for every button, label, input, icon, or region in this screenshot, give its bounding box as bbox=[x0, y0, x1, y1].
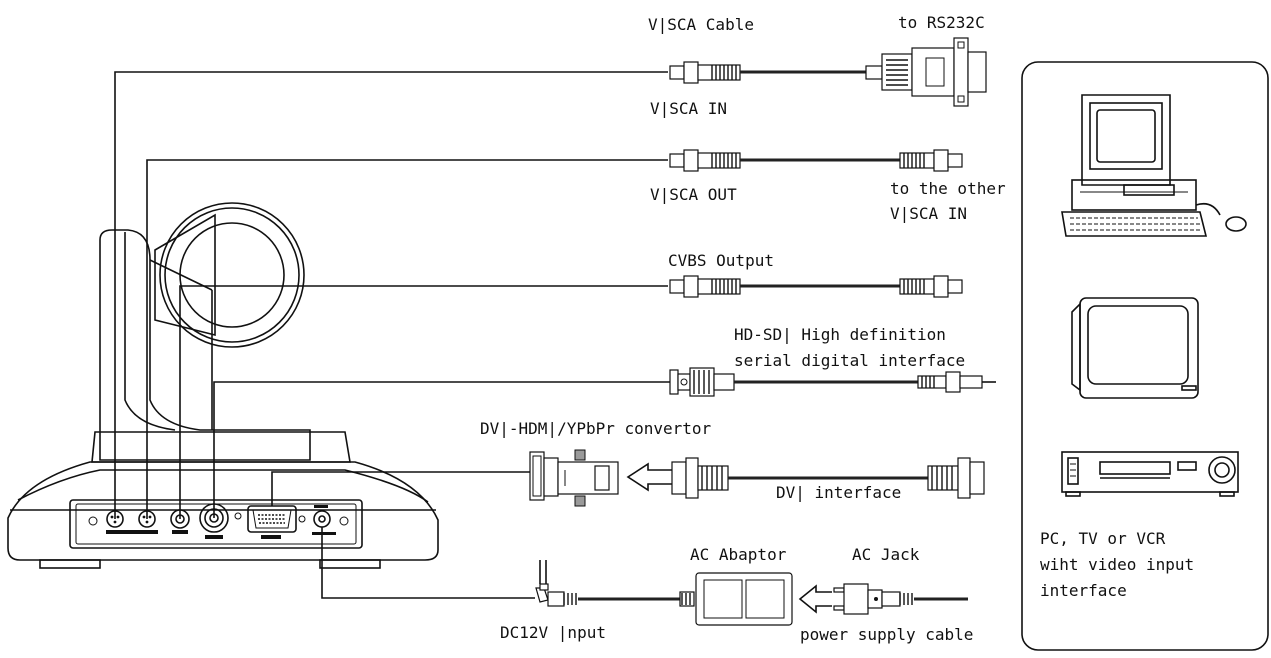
dvi-port bbox=[247, 505, 297, 539]
camera-arm bbox=[99, 229, 311, 461]
tv-icon bbox=[1071, 297, 1199, 399]
label-dc12v-input: DC12V |nput bbox=[500, 623, 606, 642]
vcr-icon bbox=[1061, 451, 1239, 497]
label-visca-in: V|SCA IN bbox=[650, 99, 727, 118]
label-to-other-line2: V|SCA IN bbox=[890, 204, 967, 223]
dvi-arrow bbox=[626, 462, 672, 492]
dc-power-port bbox=[313, 510, 331, 528]
ac-adaptor bbox=[695, 572, 793, 626]
label-hdsdi-line2: serial digital interface bbox=[734, 351, 965, 370]
visca-out-cable bbox=[669, 149, 963, 172]
leader-lines bbox=[114, 71, 670, 599]
label-dvi-interface: DV| interface bbox=[776, 483, 901, 502]
label-visca-cable: V|SCA Cable bbox=[648, 15, 754, 34]
label-ac-jack: AC Jack bbox=[852, 545, 920, 564]
label-ac-adaptor: AC Abaptor bbox=[690, 545, 787, 564]
label-cvbs-output: CVBS Output bbox=[668, 251, 774, 270]
ac-jack bbox=[833, 583, 968, 615]
rear-panel bbox=[69, 499, 363, 549]
label-to-other-line1: to the other bbox=[890, 179, 1006, 198]
camera-base bbox=[7, 461, 439, 561]
label-power-cable: power supply cable bbox=[800, 625, 973, 644]
ac-arrow bbox=[798, 584, 832, 614]
label-devices-line3: interface bbox=[1040, 581, 1127, 600]
dvi-cable bbox=[671, 457, 985, 499]
label-visca-out: V|SCA OUT bbox=[650, 185, 737, 204]
devices-panel bbox=[1021, 61, 1269, 651]
label-hdsdi-line1: HD-SD| High definition bbox=[734, 325, 946, 344]
dvi-hdmi-convertor bbox=[529, 449, 619, 507]
cvbs-cable bbox=[669, 275, 963, 298]
pc-icon bbox=[1061, 94, 1247, 237]
hdsdi-cable bbox=[669, 367, 996, 397]
label-to-rs232c: to RS232C bbox=[898, 13, 985, 32]
camera-foot-right bbox=[319, 559, 381, 569]
camera-lens bbox=[154, 202, 305, 348]
label-devices-line1: PC, TV or VCR bbox=[1040, 529, 1166, 548]
dc-plug bbox=[535, 560, 695, 607]
camera-base-top bbox=[91, 431, 351, 463]
label-dvi-convertor: DV|-HDM|/YPbPr convertor bbox=[480, 419, 712, 438]
ptz-camera bbox=[7, 202, 439, 569]
visca-in-cable bbox=[669, 37, 987, 107]
camera-foot-left bbox=[39, 559, 101, 569]
label-devices-line2: wiht video input bbox=[1040, 555, 1194, 574]
